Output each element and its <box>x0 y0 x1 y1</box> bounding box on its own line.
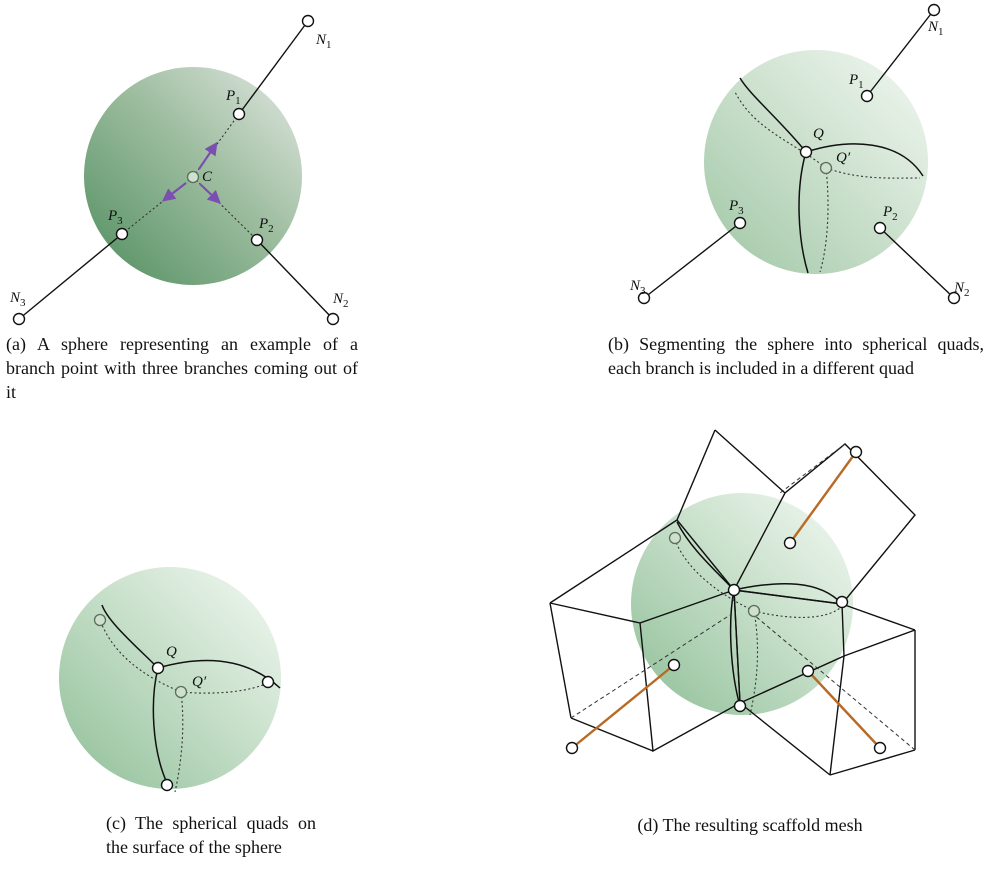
node-n1 <box>301 14 315 28</box>
label-n1: N1 <box>315 32 332 51</box>
branch-3-line <box>18 233 123 320</box>
label-n2: N2 <box>332 291 349 310</box>
quad-arc-1 <box>739 77 807 153</box>
quad-arc-1 <box>101 604 159 669</box>
scaffold-cube-right <box>733 589 916 776</box>
hidden-arc-3 <box>749 610 759 716</box>
branch-3-line <box>571 664 675 749</box>
panel-d-diagram <box>549 429 916 776</box>
direction-arrow-1 <box>198 141 218 170</box>
quad-arc-3 <box>152 667 168 784</box>
hidden-arc-2 <box>825 167 921 179</box>
node-n3 <box>12 312 26 326</box>
node-p3 <box>115 227 129 241</box>
node-p1 <box>232 107 246 121</box>
branch-1-line <box>866 9 935 97</box>
center-node <box>186 170 200 184</box>
panel-c-diagram: Q Q′ <box>59 567 281 793</box>
hidden-arc-2 <box>753 607 841 618</box>
sphere <box>59 567 281 789</box>
node-p3 <box>667 658 681 672</box>
caption-d: (d) The resulting scaffold mesh <box>637 815 863 835</box>
node-right <box>261 675 275 689</box>
label-n1: N1 <box>927 19 944 38</box>
direction-arrow-2 <box>199 183 221 204</box>
node-bottom <box>733 699 747 713</box>
hidden-arc-3 <box>174 691 184 793</box>
branch-2-line <box>256 239 334 320</box>
node-n3 <box>637 291 651 305</box>
hidden-arc-1 <box>734 91 827 169</box>
sphere <box>704 50 928 274</box>
label-q: Q <box>166 644 177 660</box>
label-q-prime: Q′ <box>836 150 851 166</box>
node-p2 <box>801 664 815 678</box>
node-q <box>727 583 741 597</box>
direction-arrow-3 <box>161 182 187 202</box>
quad-arc-3 <box>798 151 809 274</box>
node-p2 <box>250 233 264 247</box>
node-n1 <box>927 3 941 17</box>
sphere <box>631 493 853 715</box>
node-n3 <box>565 741 579 755</box>
hidden-arc-3 <box>819 167 829 273</box>
panel-b-diagram: N1 P1 Q Q′ P3 P2 N3 N2 <box>629 3 970 305</box>
node-p3 <box>733 216 747 230</box>
node-q-prime <box>819 161 833 175</box>
quad-arc-1 <box>676 521 735 591</box>
caption-c: (c) The spherical quads on the surface o… <box>106 813 316 857</box>
branch-1-line <box>238 20 309 115</box>
caption-a: (a) A sphere representing an example of … <box>6 334 358 402</box>
node-bottom <box>160 778 174 792</box>
node-p1 <box>860 89 874 103</box>
node-right <box>835 595 849 609</box>
label-q: Q <box>813 126 824 142</box>
branch-2-line <box>879 227 955 299</box>
label-c: C <box>202 169 213 185</box>
branch-1-line <box>789 451 857 544</box>
quad-arc-3 <box>729 589 741 707</box>
hidden-arc-1 <box>674 539 755 612</box>
node-q <box>799 145 813 159</box>
branch-2-line <box>807 670 881 749</box>
label-q-prime: Q′ <box>192 674 207 690</box>
label-n3: N3 <box>9 290 26 309</box>
hidden-arc-2 <box>180 681 271 694</box>
node-q-prime <box>747 604 761 618</box>
node-p1 <box>783 536 797 550</box>
node-q-prime <box>174 685 188 699</box>
caption-b: (b) Segmenting the sphere into spherical… <box>608 334 984 378</box>
node-q <box>151 661 165 675</box>
node-hidden-top <box>93 613 107 627</box>
panel-a-diagram: N1 P1 C P2 P3 N3 N2 <box>9 14 349 326</box>
node-hidden-top <box>668 531 682 545</box>
node-p2 <box>873 221 887 235</box>
node-n2 <box>947 291 961 305</box>
hidden-arc-1 <box>99 619 182 693</box>
quad-arc-2 <box>805 143 924 177</box>
node-n1 <box>849 445 863 459</box>
branch-3-line <box>643 222 741 299</box>
node-n2 <box>873 741 887 755</box>
node-n2 <box>326 312 340 326</box>
quad-arc-2 <box>733 582 843 605</box>
label-n3: N3 <box>629 278 646 297</box>
